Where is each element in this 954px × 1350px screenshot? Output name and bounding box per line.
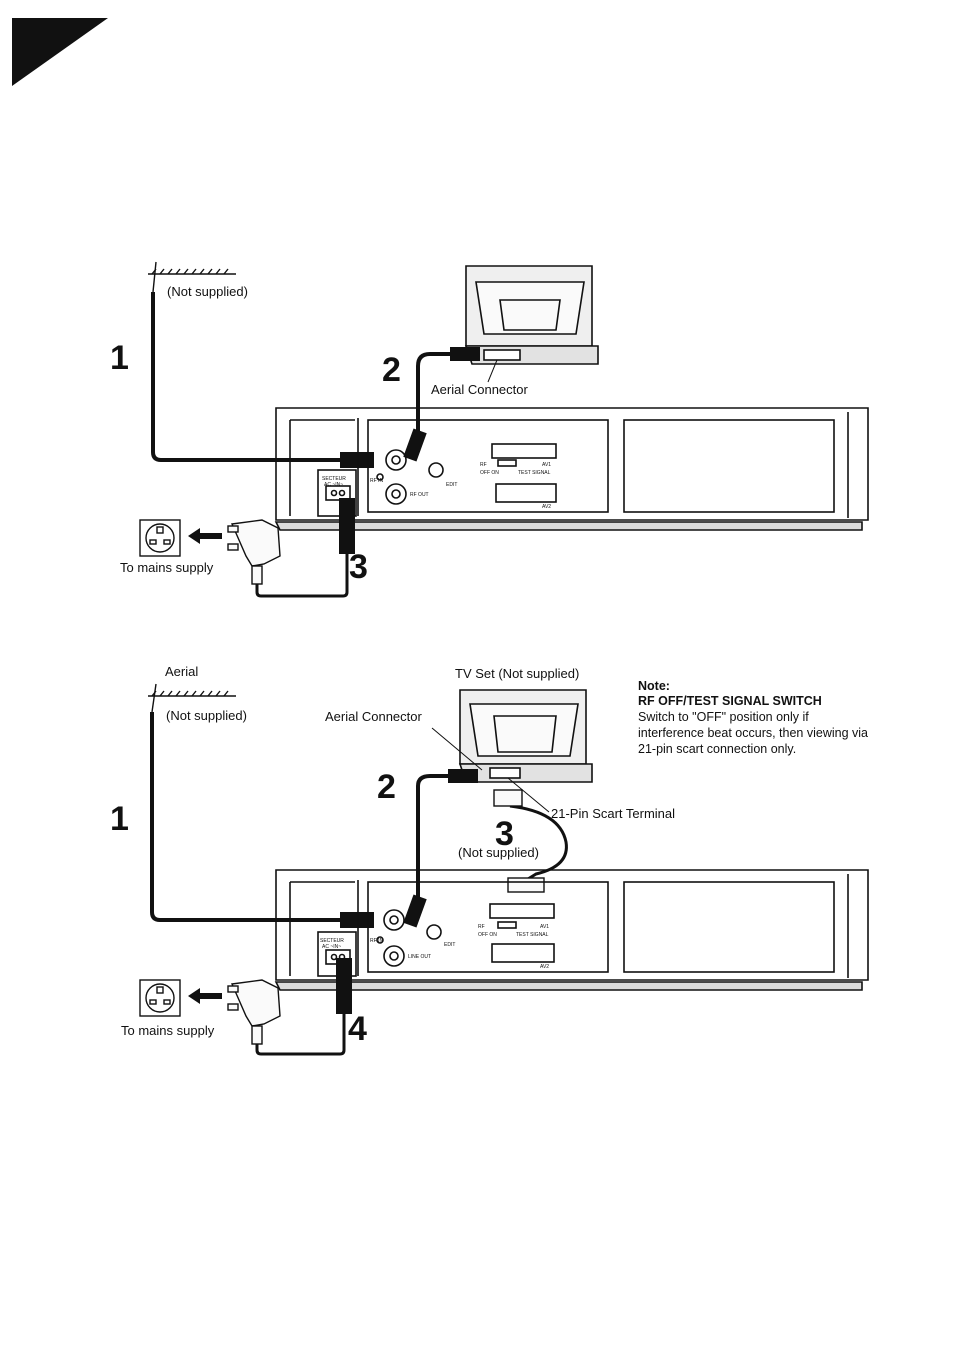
mains-socket-icon-2: [139, 979, 181, 1017]
panel-line-out: LINE OUT: [408, 954, 431, 960]
aerial-cable-2: [150, 712, 340, 922]
step-1-number-2: 1: [110, 800, 129, 838]
scart-terminal-label: 21-Pin Scart Terminal: [551, 806, 675, 821]
step-1-number: 1: [110, 339, 129, 377]
step-4-number: 4: [348, 1010, 367, 1048]
aerial-label: (Not supplied): [167, 284, 248, 299]
note-heading: Note:: [638, 679, 670, 693]
panel-off-on: OFF ON: [480, 470, 499, 476]
aerial-title: Aerial: [165, 664, 198, 679]
panel-rf: RF: [480, 462, 487, 468]
tv-icon-2: [458, 689, 593, 783]
step-3-number-2: 3: [495, 815, 514, 853]
scart-cable-label: (Not supplied): [458, 845, 539, 860]
panel-rf-in: RF IN: [370, 478, 383, 484]
diagram-2: Aerial (Not supplied) TV Set (Not suppli…: [110, 664, 869, 1056]
panel-rf-out: RF OUT: [410, 492, 429, 498]
panel-ac-2: AC ~IN~: [322, 944, 341, 950]
panel-rf-2: RF: [478, 924, 485, 930]
diagram-1: (Not supplied) Aerial Connector 1 2 3: [110, 261, 869, 598]
mains-label-2: To mains supply: [121, 1023, 215, 1038]
panel-off-on-2: OFF ON: [478, 932, 497, 938]
panel-edit: EDIT: [446, 482, 457, 488]
rf-out-cable-2: [416, 774, 450, 912]
panel-ac: AC ~IN~: [324, 482, 343, 488]
arrow-left-icon-2: [188, 988, 222, 1004]
panel-rf-in-2: RF IN: [370, 938, 383, 944]
panel-test-signal-2: TEST SIGNAL: [516, 932, 549, 938]
panel-av2-2: AV2: [540, 964, 549, 970]
plug-icon: [227, 519, 281, 585]
mains-socket-icon: [139, 519, 181, 557]
ac-plug: [339, 498, 355, 554]
aerial-label-2: (Not supplied): [166, 708, 247, 723]
note-line-3: 21-pin scart connection only.: [638, 742, 796, 756]
panel-av1-2: AV1: [540, 924, 549, 930]
note-title: RF OFF/TEST SIGNAL SWITCH: [638, 694, 822, 708]
aerial-plug: [340, 452, 374, 468]
note-line-1: Switch to "OFF" position only if: [638, 710, 809, 724]
tv-label: TV Set (Not supplied): [455, 666, 579, 681]
tv-connector-label: Aerial Connector: [431, 382, 528, 397]
panel-secteur: SECTEUR: [322, 476, 346, 482]
aerial-icon-2: [148, 683, 236, 713]
step-2-number: 2: [382, 351, 401, 389]
panel-secteur-2: SECTEUR: [320, 938, 344, 944]
vcr-icon: [274, 407, 869, 531]
tv-icon: [464, 265, 599, 365]
step-2-number-2: 2: [377, 768, 396, 806]
rf-out-cable: [416, 352, 452, 452]
panel-test-signal: TEST SIGNAL: [518, 470, 551, 476]
power-cable: [255, 520, 349, 598]
plug-icon-2: [227, 979, 281, 1045]
panel-av2: AV2: [542, 504, 551, 510]
corner-triangle-icon: [12, 18, 108, 86]
step-3-number: 3: [349, 548, 368, 586]
aerial-connector-label: Aerial Connector: [325, 709, 422, 724]
vcr-icon-2: [274, 869, 869, 991]
note-line-2: interference beat occurs, then viewing v…: [638, 726, 868, 740]
aerial-cable: [151, 292, 340, 462]
arrow-left-icon: [188, 528, 222, 544]
mains-label: To mains supply: [120, 560, 214, 575]
power-cable-2: [255, 980, 346, 1056]
panel-edit-2: EDIT: [444, 942, 455, 948]
panel-av1: AV1: [542, 462, 551, 468]
aerial-icon: [148, 261, 236, 293]
